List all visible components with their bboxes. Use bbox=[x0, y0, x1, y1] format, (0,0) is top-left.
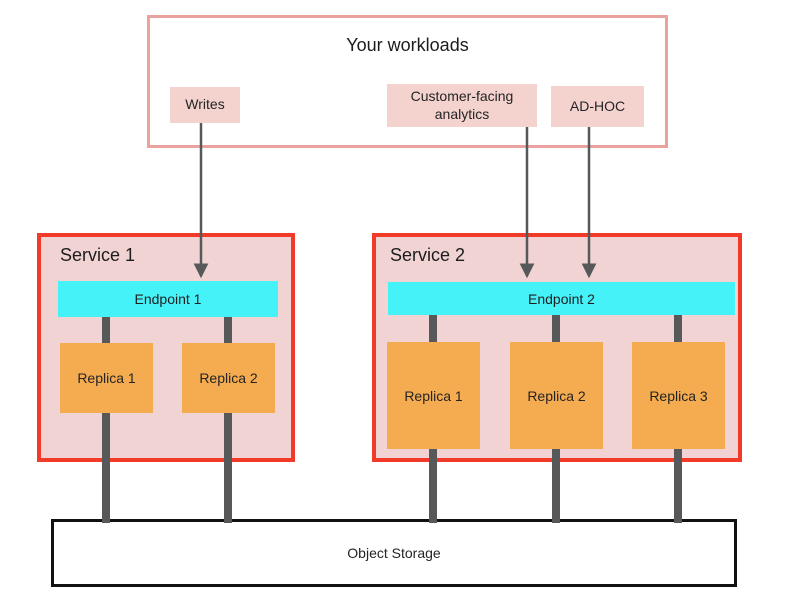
service-2-box: Service 2 Endpoint 2 Replica 1 Replica 2… bbox=[372, 233, 742, 462]
service-2-endpoint-label: Endpoint 2 bbox=[528, 290, 595, 307]
connector-s2-replica1-storage bbox=[429, 449, 437, 523]
connector-s1-endpoint-replica1 bbox=[102, 317, 110, 343]
workloads-group-box: Your workloads Writes Customer-facing an… bbox=[147, 15, 668, 148]
service-1-replica-2: Replica 2 bbox=[182, 343, 275, 413]
object-storage-box: Object Storage bbox=[51, 519, 737, 587]
service-2-replica-2-label: Replica 2 bbox=[527, 387, 586, 404]
service-1-label: Service 1 bbox=[60, 245, 136, 265]
service-2-replica-3: Replica 3 bbox=[632, 342, 725, 449]
service-1-endpoint: Endpoint 1 bbox=[58, 281, 278, 317]
service-2-replica-1: Replica 1 bbox=[387, 342, 480, 449]
service-1-replica-1: Replica 1 bbox=[60, 343, 153, 413]
connector-s2-replica2-storage bbox=[552, 449, 560, 523]
workload-adhoc: AD-HOC bbox=[551, 86, 644, 127]
service-2-replica-1-label: Replica 1 bbox=[404, 387, 463, 404]
service-1-replica-2-label: Replica 2 bbox=[199, 370, 258, 386]
service-1-endpoint-label: Endpoint 1 bbox=[134, 291, 202, 307]
workload-writes-label: Writes bbox=[185, 96, 225, 113]
service-2-replica-2: Replica 2 bbox=[510, 342, 603, 449]
workload-adhoc-label: AD-HOC bbox=[569, 97, 626, 114]
connector-s2-endpoint-replica3 bbox=[674, 315, 682, 342]
workload-writes: Writes bbox=[170, 87, 240, 123]
service-1-box: Service 1 Endpoint 1 Replica 1 Replica 2 bbox=[37, 233, 295, 462]
connector-s2-replica3-storage bbox=[674, 449, 682, 523]
connector-s2-endpoint-replica1 bbox=[429, 315, 437, 342]
workload-customer-facing-analytics: Customer-facing analytics bbox=[387, 84, 537, 127]
service-2-label: Service 2 bbox=[390, 245, 466, 265]
workload-customer-facing-analytics-label: Customer-facing analytics bbox=[410, 88, 514, 122]
connector-s1-endpoint-replica2 bbox=[224, 317, 232, 343]
service-1-replica-1-label: Replica 1 bbox=[77, 370, 136, 386]
connector-s1-replica2-storage bbox=[224, 413, 232, 523]
connector-s1-replica1-storage bbox=[102, 413, 110, 523]
workloads-title: Your workloads bbox=[346, 35, 469, 55]
service-2-replica-3-label: Replica 3 bbox=[649, 387, 708, 404]
object-storage-label: Object Storage bbox=[347, 545, 441, 561]
service-2-endpoint: Endpoint 2 bbox=[388, 282, 735, 315]
connector-s2-endpoint-replica2 bbox=[552, 315, 560, 342]
